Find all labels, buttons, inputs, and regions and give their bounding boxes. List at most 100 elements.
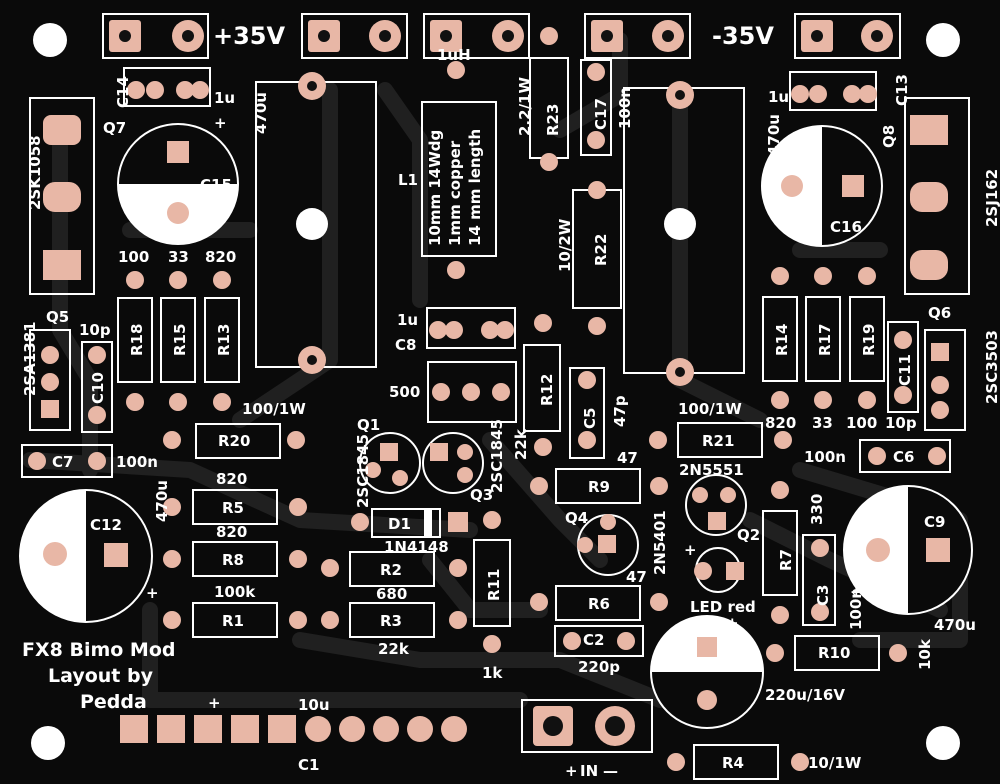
- plus-sign: +: [214, 114, 227, 132]
- c15-footprint: [117, 123, 239, 245]
- pad: [587, 131, 605, 149]
- pad: [289, 611, 307, 629]
- c11-label: C11: [896, 354, 914, 386]
- c16-label: C16: [830, 218, 862, 236]
- r13-value: 820: [205, 248, 236, 266]
- pad: [447, 261, 465, 279]
- input-connector: [533, 706, 635, 746]
- q8-label: Q8: [880, 125, 898, 148]
- pad: [88, 346, 106, 364]
- l1-value: 1uH: [437, 46, 471, 64]
- pad: [563, 632, 581, 650]
- d1-label: D1: [388, 515, 411, 533]
- pad: [287, 431, 305, 449]
- c7-value: 100n: [116, 453, 158, 471]
- c13-label: C13: [893, 74, 911, 106]
- pad: [492, 383, 510, 401]
- pad: [894, 331, 912, 349]
- r2-label: R2: [380, 561, 402, 579]
- d1-footprint: [351, 509, 468, 537]
- q5-type: 2SA1381: [21, 321, 39, 396]
- pad: [28, 452, 46, 470]
- c14-label: C14: [114, 76, 132, 108]
- pad: [771, 391, 789, 409]
- r17-value: 33: [812, 414, 833, 432]
- pad: [530, 477, 548, 495]
- q3-label: Q3: [470, 486, 493, 504]
- c1-value: 10u: [298, 696, 330, 714]
- led-plus: +: [684, 541, 697, 559]
- q8-footprint: [904, 97, 970, 295]
- q6-type: 2SC3503: [983, 330, 1000, 404]
- q1-type: 2SC1845: [354, 434, 372, 508]
- r20-value: 100/1W: [242, 400, 306, 418]
- r6-label: R6: [588, 595, 610, 613]
- c9-value: 470u: [934, 616, 976, 634]
- c5-label: C5: [581, 408, 599, 429]
- pad: [588, 181, 606, 199]
- c1-label: C1: [298, 756, 319, 774]
- pad: [811, 603, 829, 621]
- pad: [163, 431, 181, 449]
- q1-label: Q1: [357, 416, 380, 434]
- input-label: IN: [580, 762, 598, 780]
- to92-pads: [365, 443, 736, 553]
- pad: [868, 447, 886, 465]
- pad: [163, 550, 181, 568]
- r23-value: 2.2/1W: [516, 77, 534, 136]
- q4-type: 2N5401: [651, 510, 669, 575]
- pad: [447, 61, 465, 79]
- r11-label: R11: [485, 569, 503, 601]
- pad: [163, 611, 181, 629]
- c15-value: 470u: [252, 92, 270, 134]
- pad: [771, 606, 789, 624]
- pad: [928, 447, 946, 465]
- pad: [88, 452, 106, 470]
- c12-footprint: [19, 489, 153, 623]
- through-hole-pads: [28, 27, 946, 771]
- l1-spec-1: 10mm 14Wdg: [426, 130, 444, 246]
- pad: [126, 271, 144, 289]
- q7-label: Q7: [103, 119, 126, 137]
- q5-q6-pads: [41, 343, 949, 419]
- c12-plus: +: [146, 584, 159, 602]
- r5-value: 820: [216, 470, 247, 488]
- q7-type: 2SK1058: [26, 135, 44, 210]
- d1-type: 1N4148: [384, 538, 449, 556]
- silkscreen-labels: +35V -35V FX8 Bimo Mod Layout by Pedda +…: [21, 22, 1000, 780]
- pad: [163, 498, 181, 516]
- c5-value: 47p: [611, 395, 629, 427]
- pad: [766, 644, 784, 662]
- pad: [650, 477, 668, 495]
- pad: [858, 391, 876, 409]
- r3-label: R3: [380, 612, 402, 630]
- r8-value: 820: [216, 523, 247, 541]
- c11-value: 10p: [885, 414, 917, 432]
- pad: [791, 753, 809, 771]
- q7-footprint: [29, 97, 95, 295]
- heatsink-holes: [296, 72, 696, 386]
- r21-value: 100/1W: [678, 400, 742, 418]
- r11-value: 1k: [482, 664, 503, 682]
- pad: [445, 321, 463, 339]
- c10-value: 10p: [79, 321, 111, 339]
- r4-label: R4: [722, 754, 744, 772]
- r12-value: 22k: [512, 428, 530, 460]
- pad: [534, 438, 552, 456]
- pad: [483, 511, 501, 529]
- c7-label: C7: [52, 453, 73, 471]
- mounting-holes: [31, 23, 960, 760]
- r17-label: R17: [816, 324, 834, 356]
- input-plus: +: [565, 762, 578, 780]
- pad: [191, 81, 209, 99]
- rail-neg-label: -35V: [712, 22, 774, 50]
- c8-value: 1u: [397, 311, 418, 329]
- pad: [213, 271, 231, 289]
- top-connectors: [102, 13, 901, 59]
- credit-line-1: FX8 Bimo Mod: [22, 639, 175, 661]
- r23-label: R23: [544, 104, 562, 136]
- l1-spec-2: 1mm copper: [446, 140, 464, 246]
- r5-label: R5: [222, 499, 244, 517]
- pad: [88, 406, 106, 424]
